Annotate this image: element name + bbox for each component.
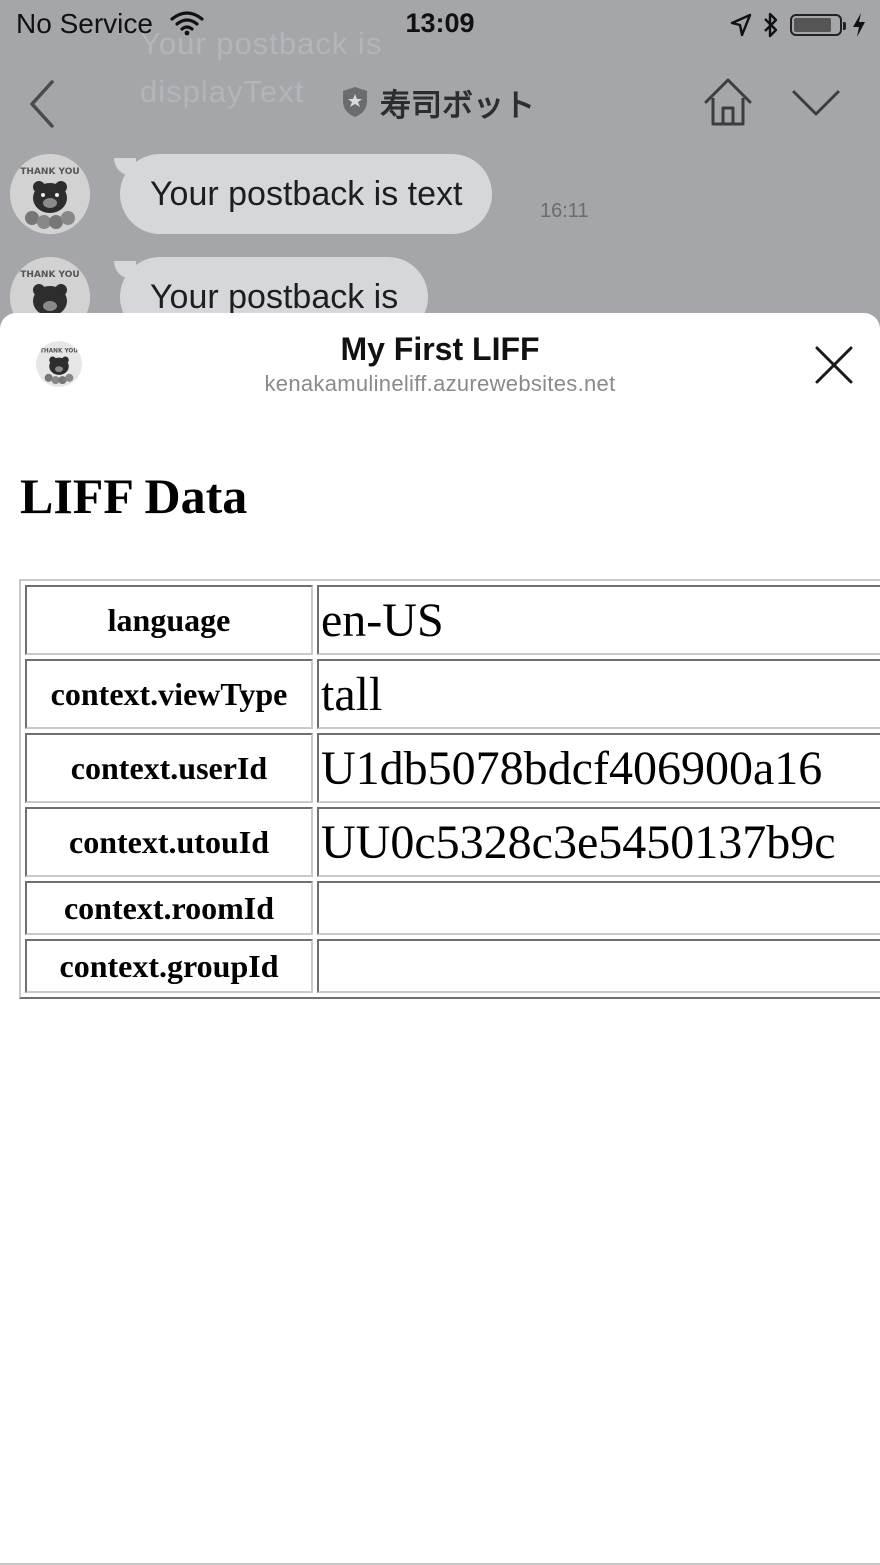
row-value: UU0c5328c3e5450137b9c bbox=[317, 807, 880, 877]
liff-app-icon: THANK YOU bbox=[36, 341, 82, 387]
chevron-down-icon[interactable] bbox=[790, 86, 842, 120]
location-arrow-icon bbox=[730, 13, 752, 37]
row-value bbox=[317, 881, 880, 935]
row-key: context.userId bbox=[25, 733, 313, 803]
chat-background: Your postback is displayText No Service … bbox=[0, 0, 880, 340]
battery-level bbox=[794, 18, 831, 32]
table-row: context.viewType tall bbox=[25, 659, 880, 729]
row-value bbox=[317, 939, 880, 993]
liff-domain: kenakamulineliff.azurewebsites.net bbox=[264, 371, 616, 396]
page-title: LIFF Data bbox=[20, 468, 248, 524]
home-icon[interactable] bbox=[700, 74, 756, 130]
liff-panel: THANK YOU My First LIFF kenakamulineliff… bbox=[0, 313, 880, 1565]
table-row: context.roomId bbox=[25, 881, 880, 935]
close-icon[interactable] bbox=[812, 343, 856, 387]
row-key: context.roomId bbox=[25, 881, 313, 935]
bear-sticker-icon: THANK YOU bbox=[10, 154, 90, 234]
status-bar: No Service 13:09 bbox=[0, 0, 880, 50]
message-bubble: Your postback is text bbox=[113, 154, 493, 234]
status-icons bbox=[730, 10, 866, 40]
liff-title: My First LIFF bbox=[340, 331, 540, 367]
row-value: tall bbox=[317, 659, 880, 729]
table-row: context.groupId bbox=[25, 939, 880, 993]
bluetooth-icon bbox=[764, 12, 778, 38]
row-value: U1db5078bdcf406900a16 bbox=[317, 733, 880, 803]
carrier-label: No Service bbox=[16, 8, 153, 39]
row-key: language bbox=[25, 585, 313, 655]
svg-text:THANK YOU: THANK YOU bbox=[20, 270, 79, 280]
row-key: context.viewType bbox=[25, 659, 313, 729]
bottom-divider bbox=[0, 1563, 880, 1565]
liff-data-table-wrapper: language en-US context.viewType tall con… bbox=[19, 579, 880, 999]
bear-sticker-icon: THANK YOU bbox=[36, 341, 82, 387]
bot-avatar: THANK YOU bbox=[10, 154, 90, 234]
charging-bolt-icon bbox=[853, 13, 865, 37]
shield-icon bbox=[343, 87, 367, 117]
bot-name: 寿司ボット bbox=[380, 87, 535, 123]
chat-message: THANK YOU Your postback is text 16:11 bbox=[10, 154, 870, 238]
liff-data-table: language en-US context.viewType tall con… bbox=[19, 579, 880, 999]
svg-text:THANK YOU: THANK YOU bbox=[20, 167, 79, 177]
back-chevron-icon[interactable] bbox=[22, 76, 62, 132]
table-row: context.userId U1db5078bdcf406900a16 bbox=[25, 733, 880, 803]
chat-title: 寿司ボット bbox=[340, 80, 535, 124]
row-value: en-US bbox=[317, 585, 880, 655]
liff-header: THANK YOU My First LIFF kenakamulineliff… bbox=[0, 313, 880, 413]
battery-icon bbox=[790, 14, 846, 36]
chat-nav-bar: 寿司ボット bbox=[0, 62, 880, 142]
table-row: language en-US bbox=[25, 585, 880, 655]
ghost-message-line: displayText bbox=[140, 74, 305, 109]
wifi-icon bbox=[170, 11, 204, 36]
ghost-message-line: Your postback is bbox=[140, 26, 383, 61]
table-row: context.utouId UU0c5328c3e5450137b9c bbox=[25, 807, 880, 877]
row-key: context.utouId bbox=[25, 807, 313, 877]
message-time: 16:11 bbox=[540, 200, 589, 222]
svg-text:THANK YOU: THANK YOU bbox=[40, 349, 78, 355]
row-key: context.groupId bbox=[25, 939, 313, 993]
clock: 13:09 bbox=[405, 8, 475, 38]
